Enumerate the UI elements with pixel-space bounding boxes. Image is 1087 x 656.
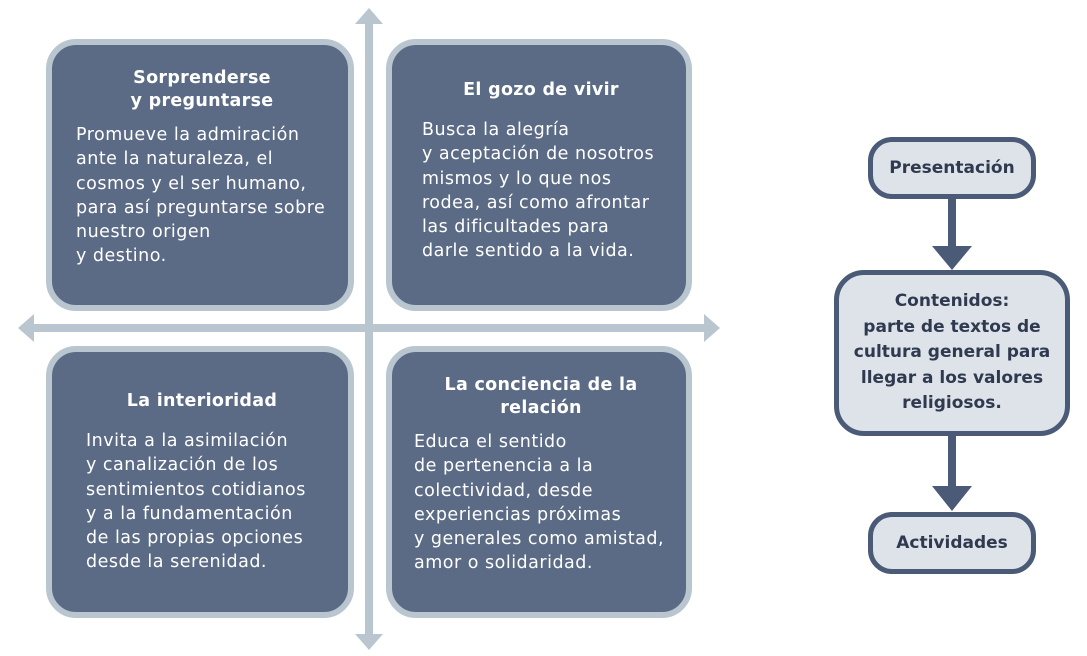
flow-step-presentacion: Presentación [868, 137, 1036, 199]
quadrant-interioridad: La interioridad Invita a la asimilación … [46, 346, 354, 618]
flow-arrow-down-icon [932, 486, 972, 511]
axis-arrow-up-icon [355, 8, 383, 24]
quadrant-description: Invita a la asimilación y canalización d… [86, 431, 306, 573]
axis-arrow-right-icon [704, 314, 720, 342]
axis-arrow-down-icon [355, 634, 383, 650]
quadrant-title: El gozo de vivir [463, 80, 619, 100]
quadrant-description: Busca la alegría y aceptación de nosotro… [422, 120, 655, 262]
quadrant-title: La conciencia de la relación [444, 375, 638, 418]
quadrant-sorprenderse: Sorprenderse y preguntarse Promueve la a… [46, 39, 354, 311]
quadrant-description: Educa el sentido de pertenencia a la col… [414, 432, 665, 574]
quadrant-title: Sorprenderse y preguntarse [130, 68, 274, 111]
quadrant-conciencia-relacion: La conciencia de la relación Educa el se… [386, 346, 692, 618]
flow-arrow-down-icon [932, 246, 972, 270]
quadrant-description: Promueve la admiración ante la naturalez… [76, 125, 326, 267]
quadrant-gozo-de-vivir: El gozo de vivir Busca la alegría y acep… [386, 39, 692, 311]
flow-step-contenidos: Contenidos: parte de textos de cultura g… [834, 270, 1070, 436]
quadrant-axes [18, 8, 720, 650]
quadrant-title: La interioridad [126, 391, 278, 411]
flow-step-actividades: Actividades [868, 512, 1036, 574]
axis-arrow-left-icon [18, 314, 34, 342]
